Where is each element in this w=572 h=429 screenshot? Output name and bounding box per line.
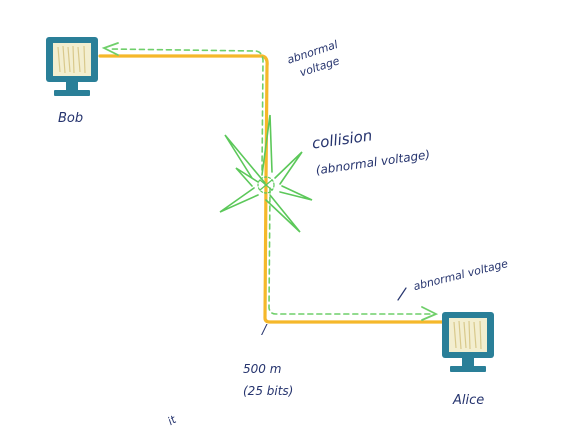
tick-mark: / — [261, 323, 268, 338]
collision-star-icon — [219, 114, 313, 233]
bob-label: Bob — [58, 111, 83, 126]
bob-computer — [46, 37, 98, 96]
abnormal-voltage-bottom: abnormal voltage — [412, 257, 510, 293]
distance-bits-label: (25 bits) — [243, 384, 293, 398]
cable — [98, 54, 444, 324]
computer-icon — [442, 312, 494, 372]
collision-label: collision — [311, 126, 374, 152]
alice-label: Alice — [452, 393, 484, 408]
annotation-pointer — [397, 287, 407, 301]
cutoff-text: it — [166, 413, 179, 428]
signal-arrow-alice — [421, 306, 439, 321]
computer-icon — [46, 37, 98, 96]
distance-label: 500 m — [243, 362, 281, 376]
signal-path-to-bob — [109, 48, 264, 171]
alice-computer — [442, 312, 494, 372]
collision-sublabel: (abnormal voltage) — [315, 147, 431, 177]
signal-path-to-alice — [268, 187, 433, 315]
signal-arrow-bob — [101, 42, 119, 56]
